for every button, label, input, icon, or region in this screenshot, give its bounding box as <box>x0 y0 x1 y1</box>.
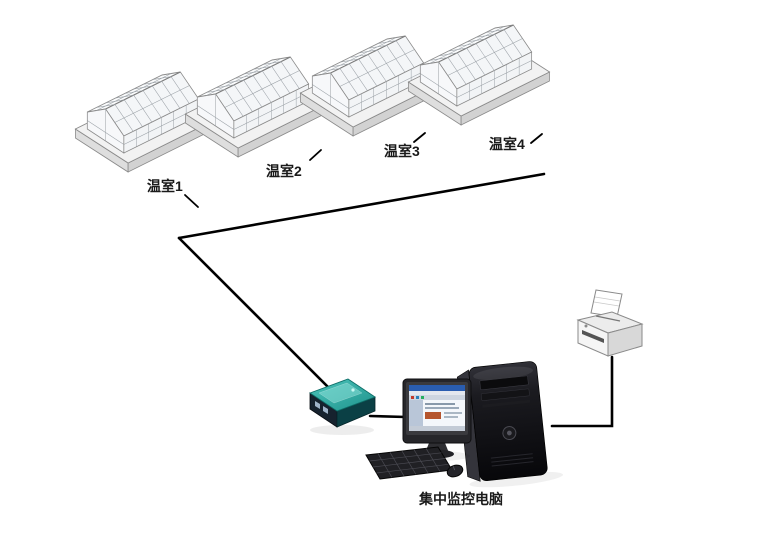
printer-output-slot <box>582 330 604 343</box>
screen-titlebar <box>409 385 465 391</box>
converter-port-icon <box>315 401 320 409</box>
printer-power-button <box>584 324 588 328</box>
computer-label: 集中监控电脑 <box>418 491 503 507</box>
pc-keyboard <box>365 446 453 480</box>
greenhouse-bus-line <box>177 172 546 240</box>
converter-shadow <box>310 425 374 435</box>
tower-optical-drive-2 <box>480 388 530 401</box>
screen-text-line <box>444 416 458 418</box>
converter-port-icon <box>323 406 328 414</box>
bus-to-converter-line <box>177 236 339 398</box>
greenhouse-3-leader-line <box>413 132 426 143</box>
tower-optical-drive <box>479 375 529 390</box>
converter-led-icon <box>351 388 355 392</box>
converter-top-panel <box>318 382 363 404</box>
printer-side <box>607 323 643 357</box>
screen-text-line <box>425 407 459 409</box>
serial-converter-device <box>309 378 376 435</box>
screen-toolbar-icon <box>421 396 424 399</box>
greenhouse-3-label: 温室3 <box>384 143 420 159</box>
greenhouse-1-label: 温室1 <box>147 178 183 194</box>
converter-to-pc-line <box>368 414 408 419</box>
screen-menubar <box>409 391 465 395</box>
screen-text-line <box>444 412 462 414</box>
screen-statusbar <box>409 426 465 431</box>
greenhouse-4-label: 温室4 <box>489 136 525 152</box>
tower-floppy-slot <box>482 399 531 408</box>
screen-text-line <box>425 403 455 405</box>
printer-paper-line <box>593 301 620 307</box>
printer-to-pc-line <box>550 355 614 428</box>
tower-shadow <box>469 471 564 488</box>
tower-power-button-dot <box>506 430 512 436</box>
printer <box>576 289 644 357</box>
greenhouse-1-leader-line <box>184 194 199 208</box>
greenhouse-4-leader-line <box>530 133 543 144</box>
printer-paper-line <box>594 296 621 302</box>
screen-toolbar-icon <box>411 396 414 399</box>
screen-toolbar <box>409 395 465 400</box>
printer-feed-slot <box>595 315 621 322</box>
greenhouse-2-leader-line <box>309 149 322 161</box>
tower-vent <box>491 461 534 467</box>
tower-vent <box>490 453 533 459</box>
greenhouse-2 <box>184 56 328 158</box>
screen-toolbar-icon <box>416 396 419 399</box>
screen-chart-block <box>425 412 441 419</box>
pc-monitor <box>402 378 472 461</box>
tower-vent <box>491 457 534 463</box>
pc-tower <box>456 361 564 488</box>
greenhouse-2-label: 温室2 <box>266 163 302 179</box>
screen-sidebar <box>409 400 423 426</box>
greenhouse-4 <box>407 24 551 126</box>
pc-mouse <box>446 464 464 478</box>
